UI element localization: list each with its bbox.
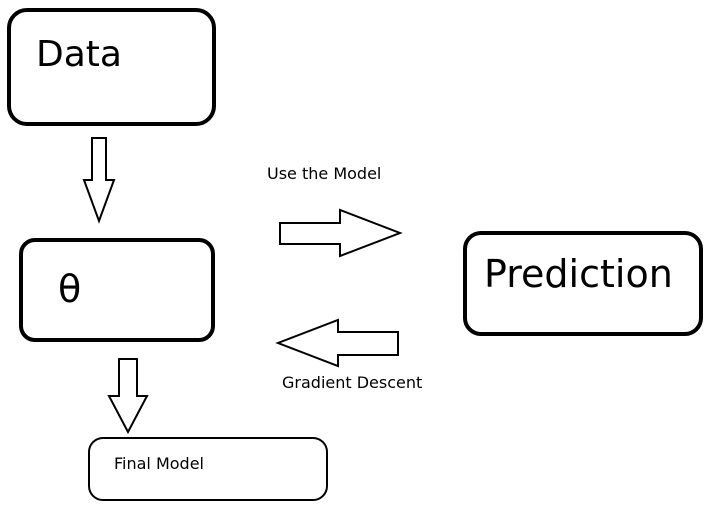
gradient-descent-label: Gradient Descent: [282, 373, 422, 392]
final-model-node-label: Final Model: [114, 454, 204, 473]
data-node-label: Data: [36, 34, 122, 75]
use-model-label: Use the Model: [267, 164, 381, 183]
right-arrow-use-model: [279, 208, 403, 258]
prediction-node[interactable]: Prediction: [463, 231, 703, 336]
left-arrow-gradient-descent: [275, 318, 399, 368]
data-node[interactable]: Data: [7, 8, 216, 126]
down-arrow-theta-to-final: [107, 358, 149, 435]
down-arrow-data-to-theta: [82, 137, 116, 224]
final-model-node[interactable]: Final Model: [88, 437, 328, 501]
theta-node-label: θ: [58, 267, 81, 311]
theta-node[interactable]: θ: [19, 238, 215, 342]
prediction-node-label: Prediction: [484, 252, 673, 296]
